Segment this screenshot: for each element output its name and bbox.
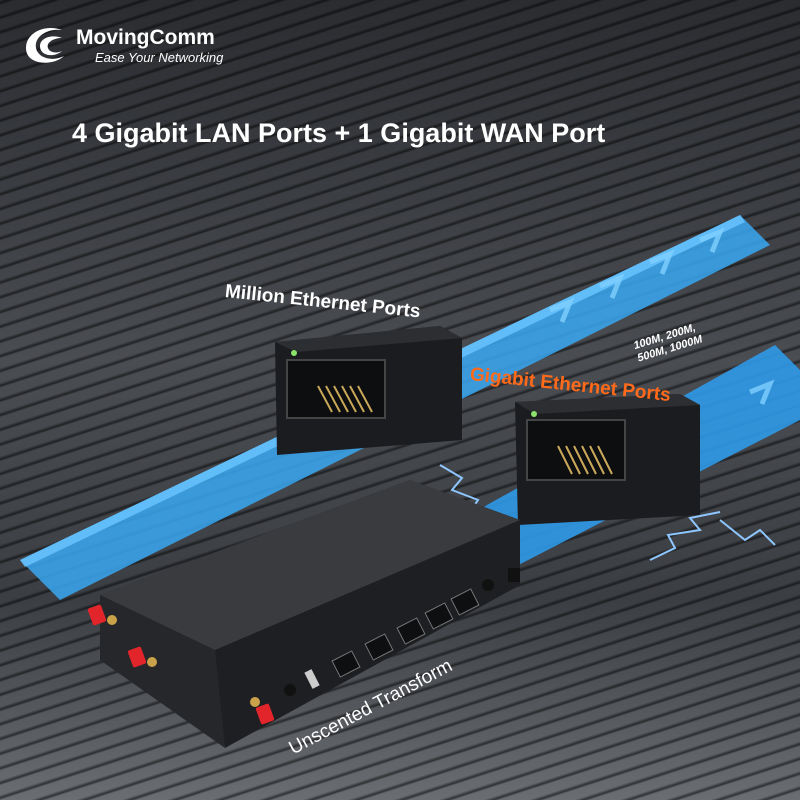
brand-name: MovingComm bbox=[76, 26, 215, 49]
moving-comm-logo-icon bbox=[26, 28, 64, 63]
antenna-connector bbox=[87, 604, 275, 725]
ethernet-port-icon bbox=[275, 326, 462, 455]
ethernet-port-icon bbox=[515, 394, 700, 525]
brand-tagline: Ease Your Networking bbox=[95, 50, 224, 65]
page-headline: 4 Gigabit LAN Ports + 1 Gigabit WAN Port bbox=[72, 118, 606, 148]
router-device-icon bbox=[87, 480, 520, 748]
chevron-arrows bbox=[549, 227, 775, 405]
